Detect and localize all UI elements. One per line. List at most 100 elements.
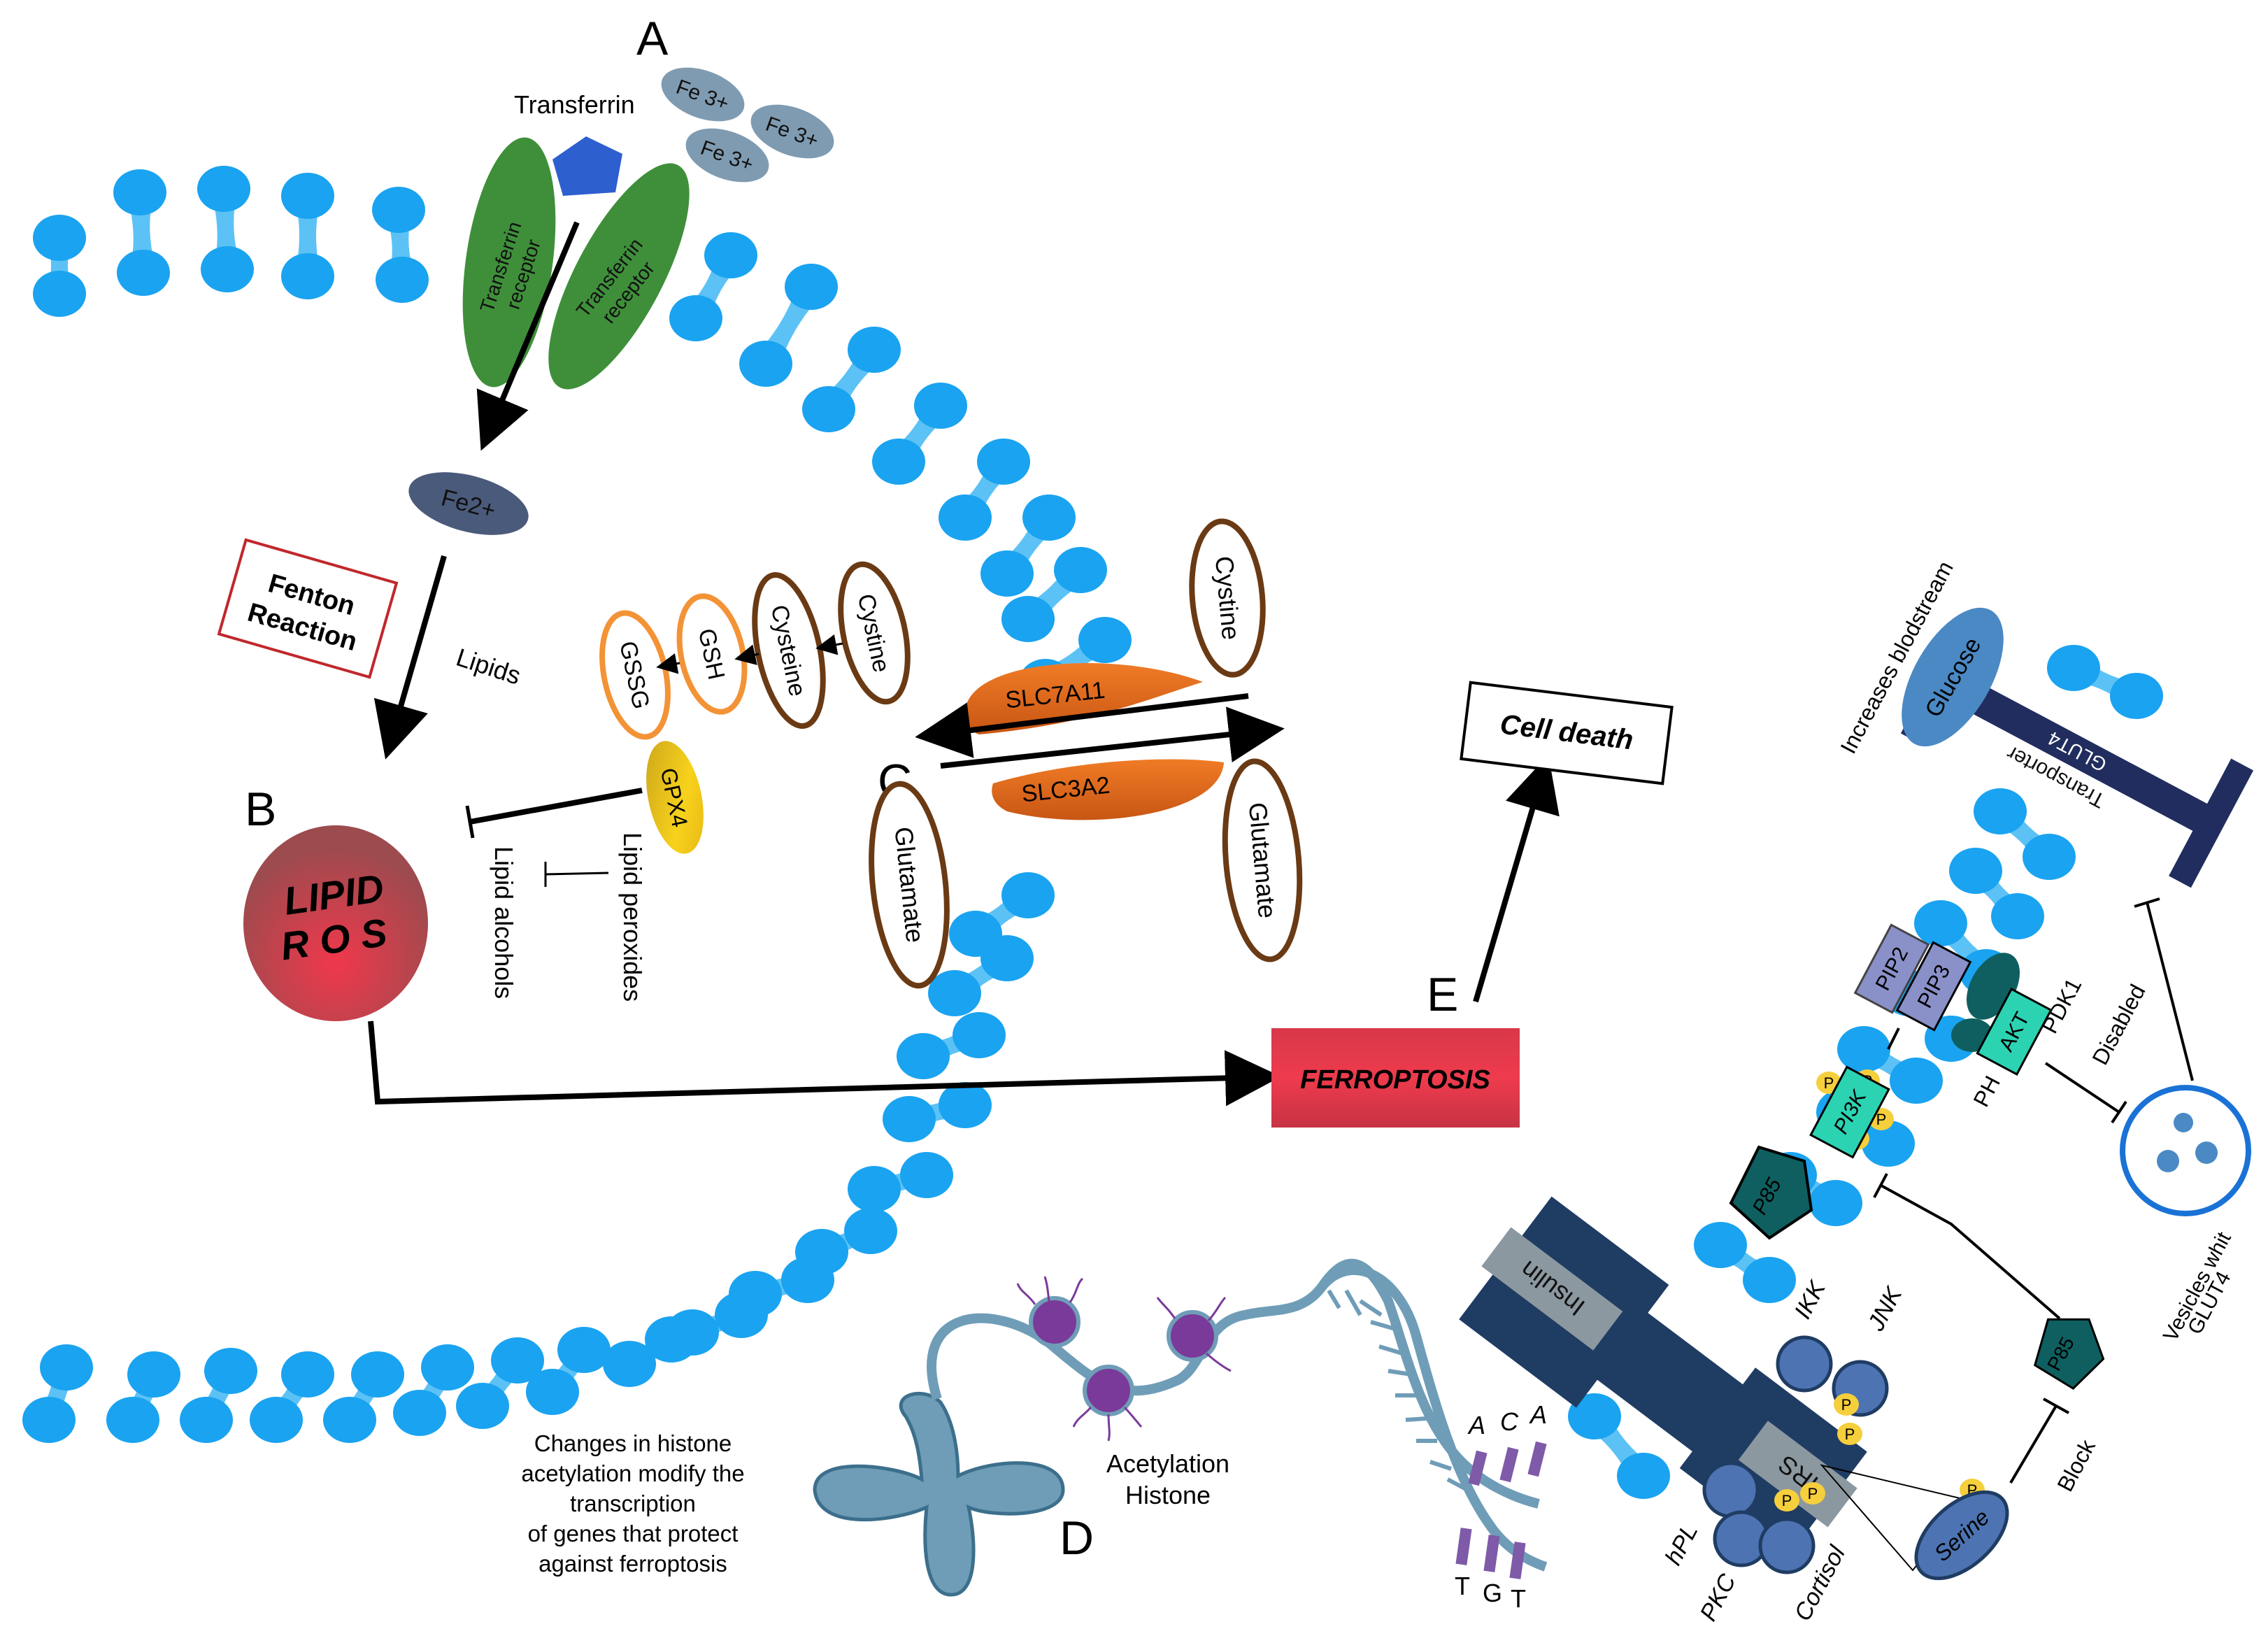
- lipid-head: [785, 264, 838, 310]
- lipid-ros-sphere: [243, 825, 428, 1021]
- akt-block: AKT: [1976, 988, 2053, 1076]
- lipid-head: [781, 1257, 834, 1303]
- lipid-head: [351, 1351, 404, 1397]
- lipid-head: [1890, 1058, 1943, 1104]
- insulin-block: [1481, 1227, 1623, 1351]
- chromosome-icon: [813, 1391, 1065, 1597]
- arrow-cystine-to-cysteine: [815, 634, 843, 655]
- lipid-head: [22, 1397, 76, 1443]
- lipid-head: [980, 935, 1034, 981]
- panel-b-lipid-ros: B LIPID R O S GSSG GSH Cysteine Cystine …: [243, 561, 1281, 1107]
- phospho-label: P: [1841, 1396, 1852, 1414]
- gssg-oval: GSSG: [599, 610, 671, 740]
- histone-icon: [1016, 1276, 1084, 1348]
- lipid-head: [939, 495, 992, 541]
- phospho-marker: [1774, 1489, 1799, 1512]
- slc3a2-transporter: SLC3A2: [992, 759, 1224, 820]
- lipid-head: [1022, 495, 1076, 541]
- panel-e-ferroptosis: FERROPTOSIS E Cell death: [1271, 681, 1674, 1128]
- lipid-head: [33, 215, 86, 261]
- inhibition-serine-p85: [2009, 1404, 2057, 1484]
- svg-text:G: G: [1483, 1579, 1502, 1607]
- lipid-head: [557, 1327, 611, 1373]
- lipid-alcohols-label: Lipid alcohols: [490, 846, 518, 999]
- dna-rung: [1359, 1299, 1383, 1317]
- lipid-head: [250, 1397, 303, 1443]
- gpx4-enzyme: GPX4: [646, 741, 704, 854]
- fenton-reaction-box: Fenton Reaction: [217, 538, 399, 679]
- ferroptosis-box: [1271, 1028, 1520, 1128]
- phospho-label: P: [1782, 1492, 1792, 1509]
- dna-strand: [1318, 1265, 1548, 1572]
- transferrin-label: Transferrin: [514, 90, 635, 119]
- lipid-head: [281, 173, 334, 219]
- lipid-head: [914, 383, 967, 429]
- lipid-head: [1914, 900, 1967, 946]
- lipid-head: [127, 1351, 180, 1397]
- ikk-kinase: [1776, 1335, 1833, 1393]
- lipid-head: [1001, 872, 1055, 918]
- dna-rung: [1378, 1344, 1403, 1356]
- inhibition-peroxides-alcohols: [545, 872, 609, 876]
- lipid-head: [704, 232, 757, 278]
- vesicle-content: [2157, 1150, 2179, 1172]
- glucose-molecule: Glucose: [1902, 607, 2004, 747]
- slc7a11-transporter: SLC7A11: [964, 663, 1203, 734]
- lipid-head: [1862, 1121, 1915, 1167]
- inhibition-gpx4-lipid-ros: [469, 788, 643, 825]
- histone-explanation-text: Changes in histone acetylation modify th…: [521, 1430, 744, 1577]
- gsh-oval: GSH: [676, 593, 748, 715]
- arrow-cystine-import: [915, 693, 1249, 758]
- lipid-head: [848, 1166, 901, 1212]
- irs-block: [1738, 1421, 1857, 1528]
- lipid-head: [323, 1397, 376, 1443]
- lipid-head: [40, 1344, 93, 1390]
- arrow-lipid-ros-to-ferroptosis: [368, 1020, 1281, 1107]
- inhibition-p85-to-pi3k: [1881, 1184, 2061, 1320]
- lipid-head: [1837, 1026, 1890, 1072]
- arrow-gsh-to-gssg: [656, 653, 680, 674]
- dna-bases-top: A C A: [1467, 1400, 1547, 1486]
- svg-text:A: A: [1529, 1400, 1547, 1429]
- lipid-head: [421, 1344, 474, 1390]
- panel-label-a: A: [636, 12, 669, 65]
- panel-label-b: B: [245, 783, 276, 836]
- arrow-cysteine-to-gsh: [734, 644, 759, 665]
- lipid-head: [900, 1152, 953, 1198]
- lipid-head: [645, 1316, 698, 1363]
- lipid-head: [281, 253, 334, 299]
- dna-rung: [1446, 1477, 1469, 1492]
- lipid-head: [872, 439, 925, 485]
- phospho-label: P: [1876, 1111, 1887, 1128]
- lipid-head: [739, 341, 792, 387]
- fe3-ion: Fe 3+: [661, 67, 745, 122]
- lipid-peroxides-label: Lipid peroxides: [618, 832, 647, 1002]
- acetylation-histone-label: Histone: [1125, 1481, 1211, 1509]
- dna-rungs: [1327, 1289, 1469, 1492]
- lipid-head: [897, 1033, 950, 1079]
- lipid-head: [977, 439, 1030, 485]
- serine-residue: Serine: [1914, 1490, 2009, 1581]
- block-label: Block: [2052, 1435, 2100, 1495]
- cysteine-oval: Cysteine: [752, 572, 826, 729]
- dna-rung: [1429, 1460, 1452, 1471]
- lipid-head: [1054, 547, 1107, 593]
- hpl-label: hPL: [1660, 1519, 1704, 1569]
- lipid-head: [1809, 1180, 1862, 1226]
- phospho-marker: [1800, 1482, 1825, 1505]
- lipid-head: [603, 1341, 656, 1387]
- phospho-label: P: [1808, 1485, 1818, 1502]
- panel-label-e: E: [1427, 968, 1458, 1021]
- lipids-label: Lipids: [453, 643, 525, 690]
- inhibition-vesicle-glut4: [2146, 902, 2194, 1081]
- lipid-head: [491, 1337, 544, 1384]
- lipid-head: [180, 1397, 233, 1443]
- pi3k-block: PI3K: [1809, 1065, 1890, 1159]
- cystine-inner-oval: Cystine: [838, 561, 911, 705]
- cell-death-box: Cell death: [1460, 681, 1674, 785]
- lipid-head: [953, 1012, 1006, 1058]
- histone-icon: [1072, 1365, 1143, 1442]
- lipid-head: [106, 1397, 159, 1443]
- lipid-head: [376, 257, 429, 303]
